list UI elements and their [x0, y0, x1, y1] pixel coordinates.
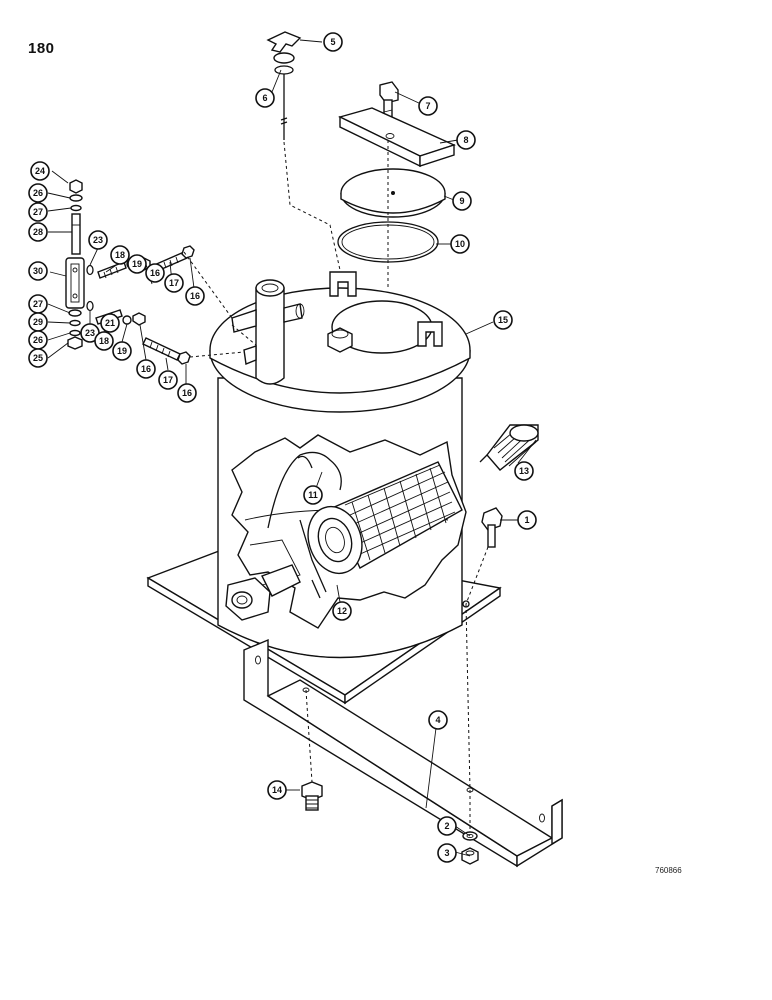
callout-label: 19	[132, 259, 142, 269]
callout-label: 10	[455, 239, 465, 249]
callout-label: 9	[459, 196, 464, 206]
callout-label: 18	[99, 336, 109, 346]
mount-bolt-centerline	[465, 546, 489, 605]
callout-label: 26	[33, 335, 43, 345]
callout-circle	[428, 710, 448, 730]
callout-circle	[100, 313, 120, 333]
callout-label: 1	[524, 515, 529, 525]
callout-circle	[94, 331, 114, 351]
callout-label: 8	[463, 135, 468, 145]
outlet-flange	[225, 564, 301, 621]
cover-bar	[338, 107, 456, 168]
callout-circle	[112, 341, 132, 361]
callout-label: 25	[33, 353, 43, 363]
callout-label: 23	[93, 235, 103, 245]
figure-code: 760866	[655, 866, 682, 875]
callout-circle	[452, 191, 472, 211]
callout-circle	[158, 370, 178, 390]
cover-plate-edge	[340, 193, 446, 214]
callout-circle	[177, 383, 197, 403]
callout-label: 5	[330, 37, 335, 47]
mount-bolt	[481, 507, 503, 548]
callout-label: 27	[33, 299, 43, 309]
bottom-fitting	[301, 781, 323, 811]
callout-circle	[456, 130, 476, 150]
sight-gauge-assembly	[65, 179, 94, 350]
callout-label: 18	[115, 250, 125, 260]
page-number: 180	[28, 40, 55, 57]
callout-label: 16	[150, 268, 160, 278]
bracket-hole-centerline	[465, 603, 471, 791]
callout-label: 7	[425, 101, 430, 111]
callout-circle	[514, 461, 534, 481]
callout-label: 13	[519, 466, 529, 476]
callout-circle	[28, 222, 48, 242]
filter-spring	[267, 451, 342, 593]
callout-label: 23	[85, 328, 95, 338]
callout-label: 16	[141, 364, 151, 374]
callout-label: 17	[169, 278, 179, 288]
callout-label: 17	[163, 375, 173, 385]
callout-circle	[30, 161, 50, 181]
callout-label: 29	[33, 317, 43, 327]
callout-label: 15	[498, 315, 508, 325]
spring-end	[311, 579, 321, 599]
callout-circle	[145, 263, 165, 283]
callout-circle	[267, 780, 287, 800]
callout-label: 30	[33, 266, 43, 276]
fill-neck	[231, 279, 305, 385]
callout-circle	[450, 234, 470, 254]
callout-circle	[332, 601, 352, 621]
callout-circle	[164, 273, 184, 293]
callout-circle	[437, 816, 457, 836]
callout-circle	[255, 88, 275, 108]
callout-circle	[127, 254, 147, 274]
dipstick-cap	[266, 31, 302, 140]
callout-label: 12	[337, 606, 347, 616]
callout-circle	[136, 359, 156, 379]
callout-label: 19	[117, 346, 127, 356]
callout-circle	[110, 245, 130, 265]
callout-circle	[88, 230, 108, 250]
filter-element	[307, 461, 463, 575]
callout-circle	[437, 843, 457, 863]
lid-bracket-right	[417, 321, 443, 347]
breather	[479, 424, 539, 471]
callout-label: 28	[33, 227, 43, 237]
callout-circle	[28, 348, 48, 368]
callout-label: 26	[33, 188, 43, 198]
callouts: 5 6 7 8 9 10 15 13 1 11 12 4 14 2 3 24 2…	[28, 32, 537, 863]
callout-label: 11	[308, 490, 318, 500]
callout-label: 6	[262, 93, 267, 103]
callout-label: 24	[35, 166, 45, 176]
callout-label: 21	[105, 318, 115, 328]
dipstick-centerline	[283, 141, 341, 271]
callout-label: 16	[190, 291, 200, 301]
gauge-leader	[231, 324, 257, 346]
top-pipe-plug	[327, 327, 353, 353]
callout-circle	[517, 510, 537, 530]
callout-circle	[28, 183, 48, 203]
callout-label: 4	[435, 715, 440, 725]
callout-circle	[323, 32, 343, 52]
callout-circle	[493, 310, 513, 330]
callout-circle	[418, 96, 438, 116]
callout-circle	[303, 485, 323, 505]
lid-bracket-left	[329, 271, 357, 297]
callout-circle	[28, 202, 48, 222]
callout-label: 27	[33, 207, 43, 217]
callout-label: 14	[272, 785, 282, 795]
callout-circle	[28, 261, 48, 281]
callout-label: 2	[444, 821, 449, 831]
mounting-bracket	[243, 638, 563, 868]
callout-circle	[185, 286, 205, 306]
callout-label: 16	[182, 388, 192, 398]
tank-bottom-curve	[217, 624, 463, 658]
callout-label: 3	[444, 848, 449, 858]
